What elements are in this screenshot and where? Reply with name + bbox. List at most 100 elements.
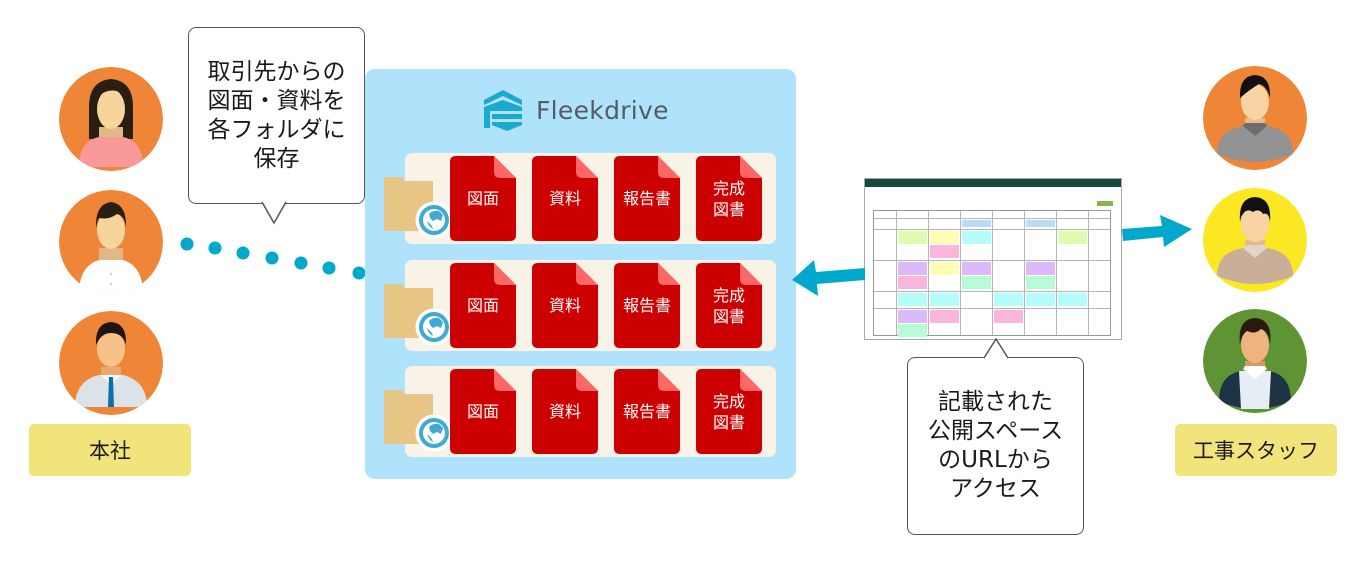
speech-bubble-access-url: 記載された 公開スペース のURLから アクセス	[907, 357, 1084, 535]
document-file[interactable]: 完成 図書	[696, 369, 762, 454]
person-man-icon	[1203, 66, 1307, 170]
spreadsheet-badge	[1097, 201, 1113, 206]
document-label: 資料	[548, 402, 581, 421]
document-file[interactable]: 図面	[450, 156, 516, 241]
document-icon	[532, 263, 598, 348]
fleekdrive-logo-icon	[484, 90, 522, 131]
construction-staff-label: 工事スタッフ	[1193, 439, 1319, 463]
document-file[interactable]: 図面	[450, 369, 516, 454]
grid-line	[874, 291, 1110, 292]
document-icon	[532, 156, 598, 241]
schedule-entry	[994, 310, 1023, 323]
arrow-left	[792, 260, 865, 296]
person-woman-icon	[59, 190, 163, 294]
schedule-entry	[898, 310, 927, 323]
document-icon	[614, 156, 680, 241]
schedule-entry	[1058, 293, 1087, 306]
bubble-tail	[983, 337, 1009, 359]
document-file[interactable]: 資料	[532, 263, 598, 348]
label-construction-staff: 工事スタッフ	[1175, 424, 1337, 476]
document-label: 図面	[466, 189, 499, 208]
document-icon	[696, 263, 762, 348]
schedule-entry	[930, 231, 959, 244]
document-icon	[696, 156, 762, 241]
fleekdrive-logo: Fleekdrive	[482, 88, 669, 132]
document-label: 報告書	[622, 189, 671, 208]
document-file[interactable]: 完成 図書	[696, 263, 762, 348]
schedule-entry	[962, 231, 991, 244]
document-label: 図面	[466, 296, 499, 315]
avatar-man-beige	[1203, 188, 1307, 292]
grid-line	[874, 260, 1110, 261]
spreadsheet-title-bar	[865, 179, 1121, 187]
document-icon	[614, 369, 680, 454]
grid-line	[874, 308, 1110, 309]
grid-line	[1088, 211, 1089, 335]
document-label: 完成 図書	[712, 178, 745, 219]
schedule-entry	[930, 262, 959, 275]
document-icon	[532, 369, 598, 454]
public-globe-icon	[415, 201, 453, 239]
avatar-man-tie	[59, 311, 163, 415]
bubble-text: 記載された 公開スペース のURLから アクセス	[927, 389, 1064, 502]
head-office-label: 本社	[89, 439, 131, 463]
document-label: 報告書	[622, 296, 671, 315]
grid-line	[874, 229, 1110, 230]
avatar-man-navy	[1203, 309, 1307, 413]
document-icon	[450, 369, 516, 454]
document-label: 図面	[466, 402, 499, 421]
schedule-entry	[962, 262, 991, 275]
document-label: 報告書	[622, 402, 671, 421]
document-icon	[450, 156, 516, 241]
document-label: 完成 図書	[712, 285, 745, 326]
schedule-entry	[1026, 293, 1055, 306]
document-file[interactable]: 資料	[532, 369, 598, 454]
bubble-tail	[261, 201, 287, 225]
public-globe-icon	[415, 414, 453, 452]
document-file[interactable]: 報告書	[614, 263, 680, 348]
schedule-entry	[1026, 262, 1055, 275]
document-file[interactable]: 報告書	[614, 369, 680, 454]
bubble-text: 取引先からの 図面・資料を 各フォルダに 保存	[207, 58, 346, 172]
schedule-entry	[930, 245, 959, 258]
document-file[interactable]: 資料	[532, 156, 598, 241]
schedule-entry	[930, 293, 959, 306]
schedule-spreadsheet	[864, 178, 1122, 340]
document-file[interactable]: 完成 図書	[696, 156, 762, 241]
document-file[interactable]: 図面	[450, 263, 516, 348]
document-label: 資料	[548, 296, 581, 315]
avatar-woman-white	[59, 190, 163, 294]
schedule-entry	[962, 220, 991, 227]
public-globe-icon	[415, 308, 453, 346]
document-icon	[696, 369, 762, 454]
grid-line	[1056, 211, 1057, 335]
avatar-man-gray	[1203, 66, 1307, 170]
schedule-entry	[898, 231, 927, 244]
document-icon	[450, 263, 516, 348]
grid-line	[960, 211, 961, 335]
person-man-icon	[59, 311, 163, 415]
schedule-entry	[1026, 276, 1055, 289]
person-man-icon	[1203, 309, 1307, 413]
arrow-right	[1122, 215, 1192, 247]
schedule-entry	[962, 276, 991, 289]
speech-bubble-save-to-folders: 取引先からの 図面・資料を 各フォルダに 保存	[188, 27, 365, 204]
person-woman-icon	[59, 67, 163, 171]
document-icon	[614, 263, 680, 348]
schedule-entry	[898, 276, 927, 289]
spreadsheet-grid	[873, 210, 1111, 337]
fleekdrive-logo-text: Fleekdrive	[536, 95, 669, 125]
document-label: 完成 図書	[712, 391, 745, 432]
document-label: 資料	[548, 189, 581, 208]
dotted-connector	[180, 237, 366, 280]
grid-line	[928, 211, 929, 335]
schedule-entry	[1026, 220, 1055, 227]
label-head-office: 本社	[29, 424, 191, 476]
schedule-entry	[930, 310, 959, 323]
grid-line	[1024, 211, 1025, 335]
document-file[interactable]: 報告書	[614, 156, 680, 241]
grid-line	[874, 218, 1110, 219]
schedule-entry	[898, 262, 927, 275]
schedule-entry	[1058, 231, 1087, 244]
person-man-icon	[1203, 188, 1307, 292]
